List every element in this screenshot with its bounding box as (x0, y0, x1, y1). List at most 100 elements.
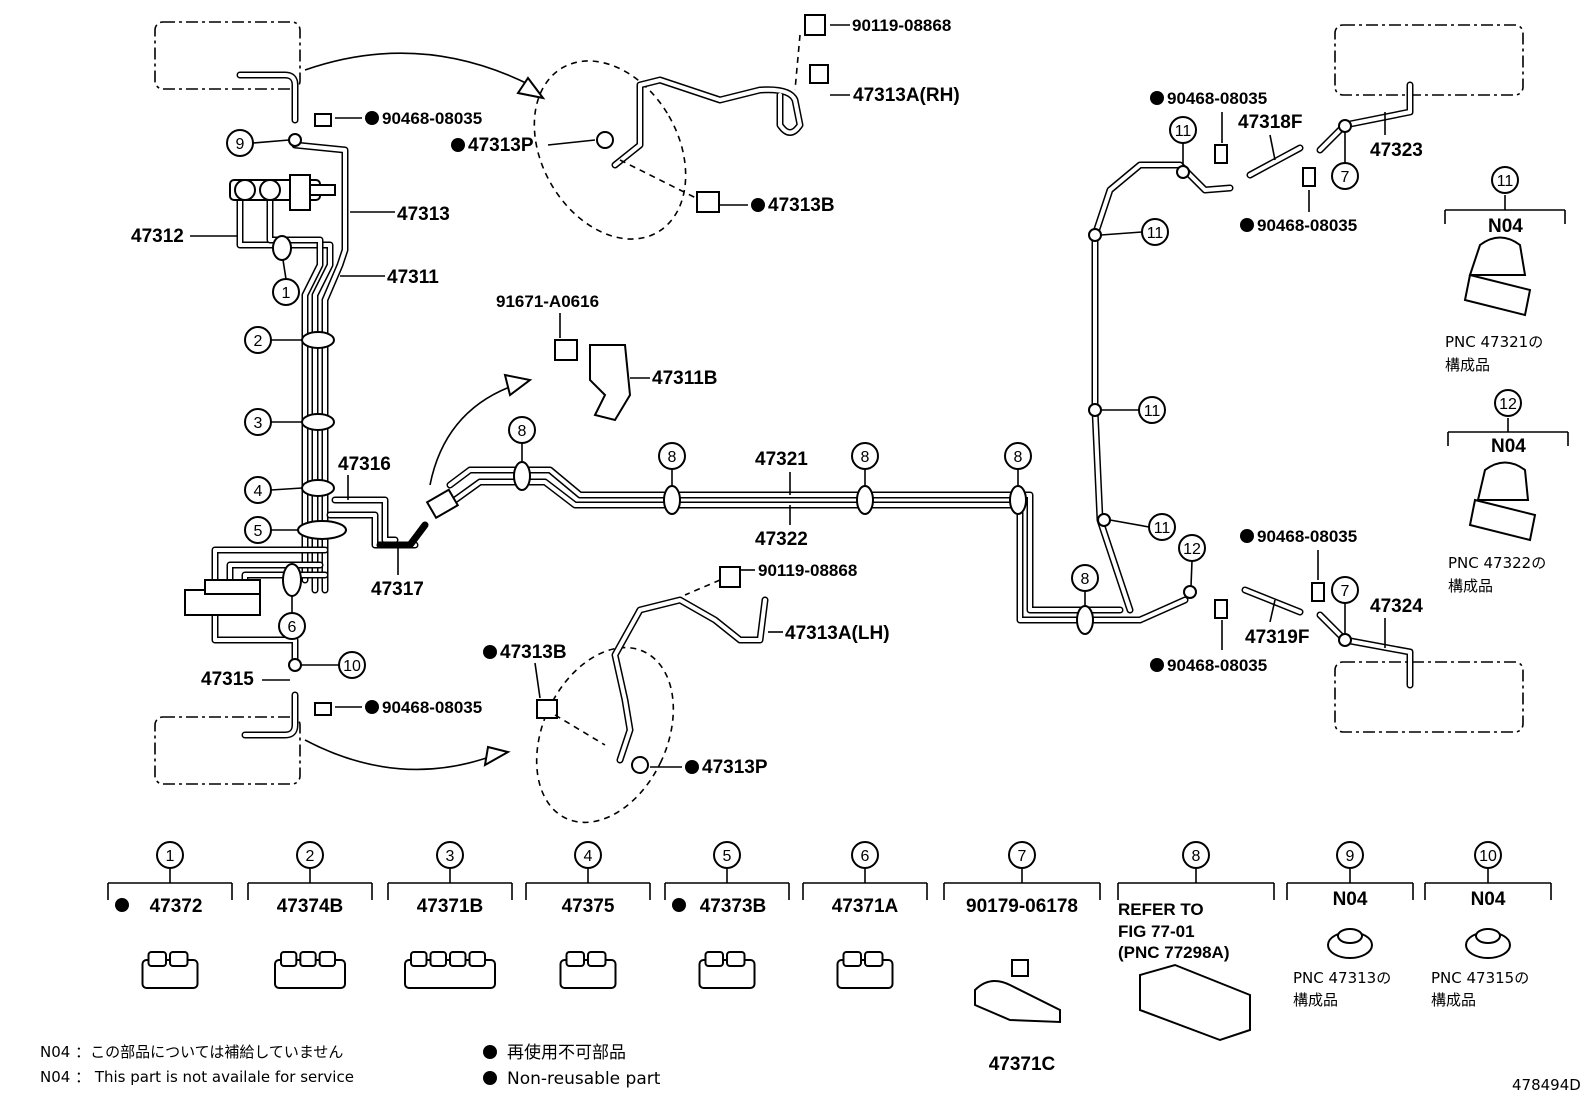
callout-8d: 8 (1004, 442, 1032, 486)
part-number: 47373B (700, 896, 767, 917)
part-number-2: 47371C (989, 1054, 1056, 1075)
callout-11b: 11 (1100, 218, 1169, 246)
label-47313B-bot: 47313B (500, 642, 567, 663)
svg-text:11: 11 (1154, 520, 1171, 537)
svg-text:11: 11 (1175, 123, 1192, 140)
bolt-90119-bot (719, 566, 741, 588)
label-47317: 47317 (371, 579, 424, 600)
label-47313: 47313 (397, 204, 450, 225)
svg-text:7: 7 (1341, 583, 1350, 600)
label-47313A-lh: 47313A(LH) (785, 623, 890, 644)
joint-47317 (425, 488, 460, 520)
label-90468-08035-e: 90468-08035 (1257, 527, 1357, 546)
callout-8a: 8 (508, 416, 536, 462)
label-90119-08868-bot: 90119-08868 (758, 561, 857, 580)
svg-text:12: 12 (1183, 541, 1201, 558)
bolt-90119-top (804, 14, 826, 36)
non-reusable-dot (115, 898, 129, 912)
part-pnc: PNC 47315の (1431, 969, 1529, 987)
non-reusable-dot (483, 645, 497, 659)
callout-number: 6 (861, 848, 870, 865)
label-47321: 47321 (755, 449, 808, 470)
non-reusable-dot (1150, 91, 1164, 105)
part-number: 47371B (417, 896, 484, 917)
label-90468-08035-d: 90468-08035 (1257, 216, 1357, 235)
callout-number: 1 (166, 848, 175, 865)
label-90468-08035-c: 90468-08035 (1167, 89, 1267, 108)
part-pnc-b: 構成品 (1293, 991, 1338, 1009)
non-reusable-dot (751, 198, 765, 212)
clip-11a (1176, 165, 1190, 179)
label-n04-11: N04 (1488, 216, 1523, 237)
clip-11b (1088, 228, 1102, 242)
non-reusable-dot (365, 700, 379, 714)
hose-top-left (236, 71, 299, 124)
bolt-47313B-bot (536, 699, 558, 719)
callout-11a: 11 (1169, 116, 1197, 166)
svg-text:11: 11 (1147, 225, 1164, 242)
clip-2 (301, 331, 335, 349)
callout-4: 4 (244, 476, 303, 504)
clip-1 (272, 235, 292, 261)
clip-3 (301, 413, 335, 431)
fitting (234, 179, 256, 201)
svg-text:8: 8 (668, 449, 677, 466)
callout-3: 3 (244, 408, 302, 436)
block-outlet (289, 174, 311, 211)
callout-number: 4 (584, 848, 593, 865)
grommet-10 (288, 658, 302, 672)
label-90468-08035-b: 90468-08035 (382, 698, 482, 717)
tube-47321-47322 (446, 466, 1189, 624)
callout-11d: 11 (1109, 513, 1176, 541)
callout-number: 9 (1346, 848, 1355, 865)
part-pnc-b: 構成品 (1431, 991, 1476, 1009)
non-reusable-dot (365, 111, 379, 125)
arrowhead-front (516, 76, 546, 100)
callout-number: 3 (446, 848, 455, 865)
grommet-9 (288, 133, 302, 147)
non-reusable-dot (1150, 658, 1164, 672)
part-ref: REFER TO (1118, 900, 1204, 919)
svg-text:1: 1 (282, 285, 291, 302)
legend-dot (483, 1045, 497, 1059)
arrow-front (304, 52, 531, 86)
callouts: 9 1 2 3 4 5 6 10 8 8 8 8 8 11 11 11 11 1… (226, 116, 1522, 679)
clip-icon-n04-12 (1468, 461, 1537, 542)
fitting (259, 179, 281, 201)
label-90468-08035-a: 90468-08035 (382, 109, 482, 128)
clip-12a (1183, 585, 1197, 599)
clamp-drawing (974, 980, 1061, 1024)
non-reusable-dot (451, 138, 465, 152)
clip-8a (513, 461, 531, 491)
svg-text:11: 11 (1144, 403, 1161, 420)
callout-number: 8 (1192, 848, 1201, 865)
label-47324: 47324 (1370, 596, 1423, 617)
svg-text:10: 10 (343, 658, 361, 675)
callout-2: 2 (244, 326, 302, 354)
svg-text:8: 8 (1014, 449, 1023, 466)
block-stem (309, 184, 336, 196)
legend-dot (483, 1071, 497, 1085)
callout-number: 10 (1479, 848, 1497, 865)
hose-47313A-rh (611, 76, 804, 169)
part-pnc: PNC 47313の (1293, 969, 1391, 987)
svg-text:8: 8 (1081, 571, 1090, 588)
legend-en: Non-reusable part (507, 1069, 661, 1089)
svg-text:3: 3 (254, 415, 263, 432)
label-90119-08868-top: 90119-08868 (852, 16, 951, 35)
arrowhead-bracket (503, 373, 533, 397)
clip-8d (1009, 485, 1027, 515)
part-number: 47371A (832, 896, 899, 917)
label-n04-12: N04 (1491, 436, 1526, 457)
clip-11d (1097, 513, 1111, 527)
svg-text:11: 11 (1497, 173, 1514, 190)
label-47313B-top: 47313B (768, 195, 835, 216)
